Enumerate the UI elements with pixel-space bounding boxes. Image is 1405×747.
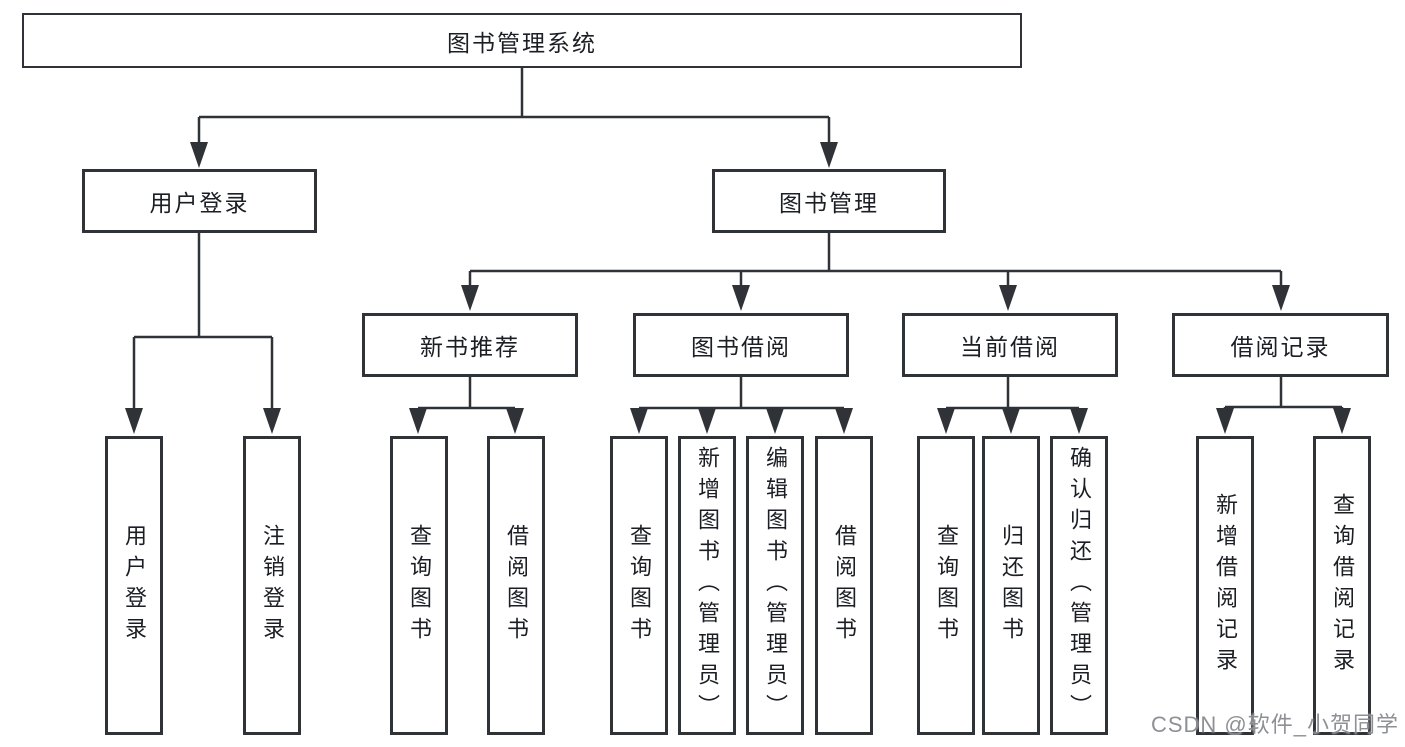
leaf-borrow-book: 借阅图书 — [815, 436, 873, 735]
node-label: 借阅图书 — [504, 523, 529, 648]
node-user-login: 用户登录 — [82, 169, 317, 233]
arrow-down-icon — [263, 408, 281, 434]
arrow-down-icon — [409, 408, 427, 434]
node-label: 用户登录 — [149, 190, 250, 216]
node-label: 查询图书 — [627, 523, 652, 648]
arrow-down-icon — [698, 408, 716, 434]
node-label: 新增图书（管理员） — [695, 446, 720, 725]
node-label: 注销登录 — [260, 523, 285, 648]
node-label: 查询借阅记录 — [1330, 492, 1355, 679]
arrow-down-icon — [1272, 285, 1290, 311]
node-label: 确认归还（管理员） — [1067, 446, 1092, 725]
arrow-down-icon — [1070, 408, 1088, 434]
arrow-down-icon — [630, 408, 648, 434]
node-label: 查询图书 — [407, 523, 432, 648]
node-book-borrow: 图书借阅 — [633, 313, 849, 377]
node-root-system: 图书管理系统 — [22, 13, 1022, 68]
arrow-down-icon — [820, 142, 838, 168]
arrow-down-icon — [190, 142, 208, 168]
node-label: 新增借阅记录 — [1213, 492, 1238, 679]
watermark: CSDN @软件_小贺同学 — [1150, 712, 1399, 737]
node-label: 图书借阅 — [691, 334, 791, 360]
node-label: 图书管理系统 — [447, 29, 597, 56]
node-current-borrow: 当前借阅 — [902, 313, 1118, 377]
arrow-down-icon — [1002, 408, 1020, 434]
node-label: 用户登录 — [122, 523, 147, 648]
node-label: 编辑图书（管理员） — [763, 446, 788, 725]
connector-user-login-to-leaves — [132, 233, 274, 412]
node-book-management: 图书管理 — [712, 169, 946, 233]
leaf-query-book-borrow: 查询图书 — [610, 436, 668, 735]
connector-new-book-recommend-to-leaves — [416, 377, 517, 414]
arrow-down-icon — [461, 285, 479, 311]
node-label: 借阅记录 — [1230, 334, 1331, 360]
leaf-add-book-admin: 新增图书（管理员） — [678, 436, 736, 735]
connector-book-borrow-to-leaves — [637, 377, 846, 414]
connector-root-to-level2 — [197, 68, 831, 146]
leaf-logout-login: 注销登录 — [243, 436, 301, 735]
arrow-down-icon — [1333, 408, 1351, 434]
arrow-down-icon — [937, 408, 955, 434]
node-label: 当前借阅 — [960, 334, 1060, 360]
leaf-add-borrow-record: 新增借阅记录 — [1196, 436, 1254, 735]
arrow-down-icon — [732, 285, 750, 311]
leaf-return-book: 归还图书 — [982, 436, 1040, 735]
node-label: 新书推荐 — [420, 334, 520, 360]
node-label: 图书管理 — [779, 190, 879, 216]
node-borrow-record: 借阅记录 — [1172, 313, 1389, 377]
leaf-edit-book-admin: 编辑图书（管理员） — [746, 436, 804, 735]
leaf-borrow-book-recommend: 借阅图书 — [487, 436, 545, 735]
connector-current-borrow-to-leaves — [944, 377, 1081, 414]
arrow-down-icon — [999, 285, 1017, 311]
leaf-confirm-return-admin: 确认归还（管理员） — [1050, 436, 1108, 735]
arrow-down-icon — [835, 408, 853, 434]
node-new-book-recommend: 新书推荐 — [362, 313, 578, 377]
leaf-user-login: 用户登录 — [105, 436, 163, 735]
node-label: 归还图书 — [999, 523, 1024, 648]
leaf-query-borrow-record: 查询借阅记录 — [1313, 436, 1371, 735]
node-label: 借阅图书 — [832, 523, 857, 648]
arrow-down-icon — [1216, 408, 1234, 434]
arrow-down-icon — [766, 408, 784, 434]
leaf-query-book-recommend: 查询图书 — [390, 436, 448, 735]
arrow-down-icon — [125, 408, 143, 434]
arrow-down-icon — [506, 408, 524, 434]
connector-book-management-to-level3 — [468, 233, 1283, 289]
leaf-query-book-current: 查询图书 — [917, 436, 975, 735]
node-label: 查询图书 — [934, 523, 959, 648]
connector-borrow-record-to-leaves — [1223, 377, 1344, 414]
